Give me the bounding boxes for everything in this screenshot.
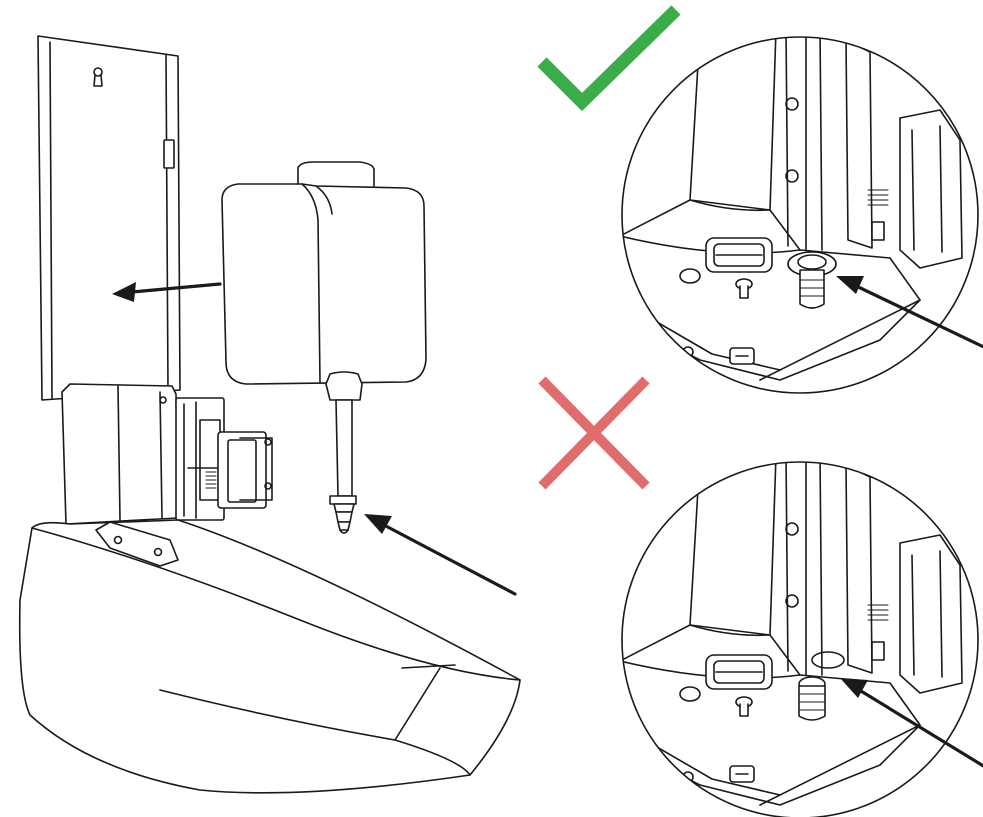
insert-direction-arrow [112, 282, 222, 302]
nozzle-seated-correctly [787, 251, 837, 309]
incorrect-pointer-arrow [840, 678, 983, 768]
soap-bottle [221, 161, 427, 534]
correct-installation-detail [621, 36, 983, 394]
keyhole-slot [93, 67, 103, 87]
small-pin [735, 696, 753, 717]
nozzle-pointer-arrow [364, 514, 517, 596]
detail-spring [867, 189, 889, 241]
cross-mark-icon [538, 376, 650, 490]
pump-button [705, 654, 773, 690]
incorrect-installation-detail [621, 461, 983, 817]
wall-backplate [37, 35, 181, 401]
bottle-nozzle [325, 371, 363, 534]
detail-spring [867, 604, 889, 661]
small-pin [735, 278, 753, 299]
pump-housing [61, 383, 273, 525]
hinge-bracket [95, 521, 179, 567]
front-cover [18, 519, 521, 794]
dispenser-assembly [18, 35, 521, 794]
pump-button [705, 237, 773, 273]
correct-pointer-arrow [836, 276, 983, 349]
check-mark-icon [537, 5, 681, 112]
nozzle-misaligned [798, 651, 845, 721]
